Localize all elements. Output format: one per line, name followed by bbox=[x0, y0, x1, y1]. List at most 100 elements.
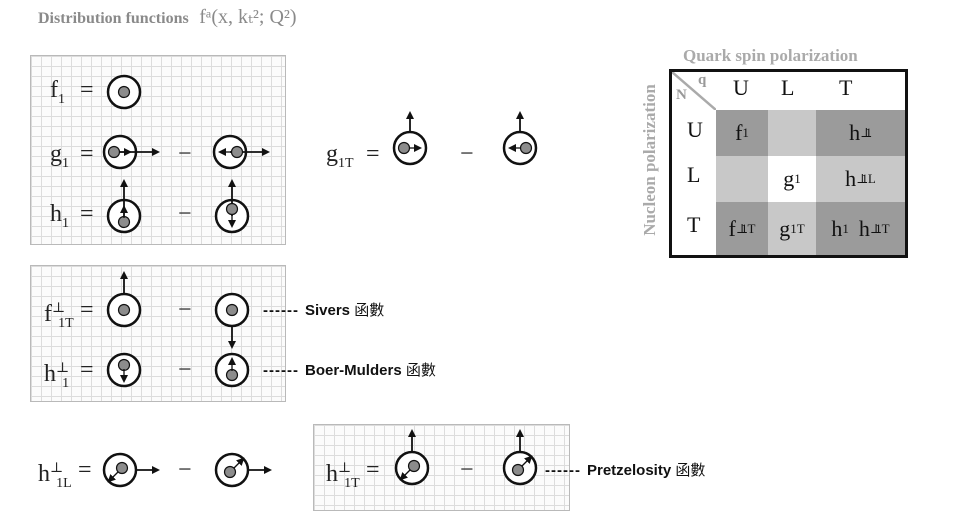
cell-ll-name: g bbox=[783, 166, 795, 191]
pretzelosity-annotation: ------Pretzelosity 函數 bbox=[545, 459, 705, 480]
h1t-perp-sup: ⊥ bbox=[338, 461, 352, 476]
cell-ut-sub: 1 bbox=[865, 125, 872, 140]
worm-gear-h1l-antiparallel-icon bbox=[214, 452, 272, 488]
g1-sub: 1 bbox=[62, 155, 69, 171]
cell-ll-sub: 1 bbox=[794, 171, 801, 186]
h1l-perp-name: h bbox=[38, 461, 50, 487]
row-header-u: U bbox=[687, 117, 703, 142]
equals-f1: = bbox=[80, 77, 94, 103]
pretzelosity-parallel-icon bbox=[394, 429, 430, 486]
sivers-dots: ------ bbox=[263, 302, 299, 319]
col-header-u: U bbox=[733, 75, 749, 100]
cell-tu: f⊥1T bbox=[716, 202, 768, 255]
transversity-parallel-icon bbox=[106, 179, 142, 234]
cell-tl-name: g bbox=[779, 215, 791, 241]
label-h1-perp: h⊥1 bbox=[44, 355, 69, 398]
equals-g1: = bbox=[80, 141, 94, 167]
equals-h1t-perp: = bbox=[366, 457, 380, 483]
corner-n: N bbox=[676, 87, 687, 103]
label-f1t-perp: f⊥1T bbox=[44, 295, 74, 338]
g1t-sub: 1T bbox=[338, 155, 354, 171]
f1-sub: 1 bbox=[58, 91, 65, 107]
transversity-antiparallel-icon bbox=[214, 179, 250, 234]
boer-mulders-function-word: 函數 bbox=[405, 361, 436, 379]
label-h1: h1 bbox=[50, 200, 69, 238]
pretzelosity-dots: ------ bbox=[545, 462, 581, 479]
worm-gear-g1t-antiparallel-icon bbox=[502, 111, 538, 166]
pretzelosity-antiparallel-icon bbox=[502, 429, 538, 486]
unpolarized-nucleon-icon bbox=[106, 74, 142, 110]
boer-mulders-quark-down-icon bbox=[214, 352, 250, 388]
h1-sub: 1 bbox=[62, 215, 69, 231]
h1-perp-sub: 1 bbox=[62, 375, 70, 391]
cell-tt1-name: h bbox=[831, 215, 843, 241]
label-h1l-perp: h⊥1L bbox=[38, 455, 72, 498]
label-f1: f1 bbox=[50, 76, 65, 114]
f1-name: f bbox=[50, 77, 58, 103]
table-title: Quark spin polarization bbox=[683, 46, 858, 65]
cell-lu bbox=[716, 156, 768, 202]
pretzelosity-function-word: 函數 bbox=[675, 461, 706, 479]
cell-ut: h⊥1 bbox=[816, 110, 905, 156]
cell-tu-sub: 1T bbox=[741, 220, 756, 236]
equals-g1t: = bbox=[366, 141, 380, 167]
sivers-nucleon-down-icon bbox=[214, 292, 250, 349]
col-header-l: L bbox=[781, 75, 795, 100]
minus-h1l-perp: − bbox=[178, 457, 192, 483]
sivers-label: Sivers bbox=[304, 302, 351, 319]
title-formula: fᵃ(x, kₜ²; Q²) bbox=[199, 6, 297, 28]
page-title: Distribution functions fᵃ(x, kₜ²; Q²) bbox=[38, 4, 297, 29]
minus-g1: − bbox=[178, 141, 192, 167]
equals-h1l-perp: = bbox=[78, 457, 92, 483]
corner-divider bbox=[672, 72, 716, 110]
f1t-perp-name: f bbox=[44, 301, 52, 327]
cell-tt1-sub: 1 bbox=[842, 220, 849, 236]
helicity-antiparallel-icon bbox=[212, 134, 270, 170]
label-g1: g1 bbox=[50, 140, 69, 178]
worm-gear-h1l-parallel-icon bbox=[102, 452, 160, 488]
table-vertical-title: Nucleon polarization bbox=[640, 84, 659, 236]
minus-f1t-perp: − bbox=[178, 297, 192, 323]
h1l-perp-sup: ⊥ bbox=[50, 461, 64, 476]
worm-gear-g1t-parallel-icon bbox=[392, 111, 428, 166]
f1t-perp-sub: 1T bbox=[58, 315, 74, 331]
h1-perp-name: h bbox=[44, 361, 56, 387]
f1t-perp-sup: ⊥ bbox=[52, 301, 66, 316]
equals-h1-perp: = bbox=[80, 357, 94, 383]
cell-tu-sup: ⊥ bbox=[735, 220, 749, 236]
corner-q: q bbox=[698, 72, 707, 88]
cell-tt2-sup: ⊥ bbox=[869, 220, 883, 236]
h1-perp-sup: ⊥ bbox=[56, 361, 70, 376]
equals-h1: = bbox=[80, 201, 94, 227]
label-g1t: g1T bbox=[326, 140, 354, 178]
cell-lt-sup: ⊥ bbox=[856, 171, 869, 186]
h1l-perp-sub: 1L bbox=[56, 475, 72, 491]
boer-mulders-annotation: ------Boer-Mulders 函數 bbox=[263, 359, 436, 380]
boer-mulders-dots: ------ bbox=[263, 362, 299, 379]
cell-lt-name: h bbox=[845, 166, 857, 191]
col-header-t: T bbox=[839, 75, 853, 100]
cell-ut-name: h bbox=[849, 120, 861, 145]
label-h1t-perp: h⊥1T bbox=[326, 455, 360, 498]
helicity-parallel-icon bbox=[102, 134, 160, 170]
minus-h1-perp: − bbox=[178, 357, 192, 383]
cell-lt: h⊥1L bbox=[816, 156, 905, 202]
title-lead: Distribution functions bbox=[38, 10, 189, 27]
minus-h1: − bbox=[178, 201, 192, 227]
row-header-l: L bbox=[687, 162, 701, 187]
cell-ul bbox=[768, 110, 816, 156]
cell-tt2-sub: 1T bbox=[875, 220, 890, 236]
minus-h1t-perp: − bbox=[460, 457, 474, 483]
cell-tt2-name: h bbox=[858, 215, 870, 241]
sivers-function-word: 函數 bbox=[354, 301, 385, 319]
row-header-t: T bbox=[687, 212, 701, 237]
cell-uu-sub: 1 bbox=[742, 125, 749, 140]
cell-ut-sup: ⊥ bbox=[860, 125, 873, 140]
h1-name: h bbox=[50, 201, 62, 227]
h1t-perp-name: h bbox=[326, 461, 338, 487]
